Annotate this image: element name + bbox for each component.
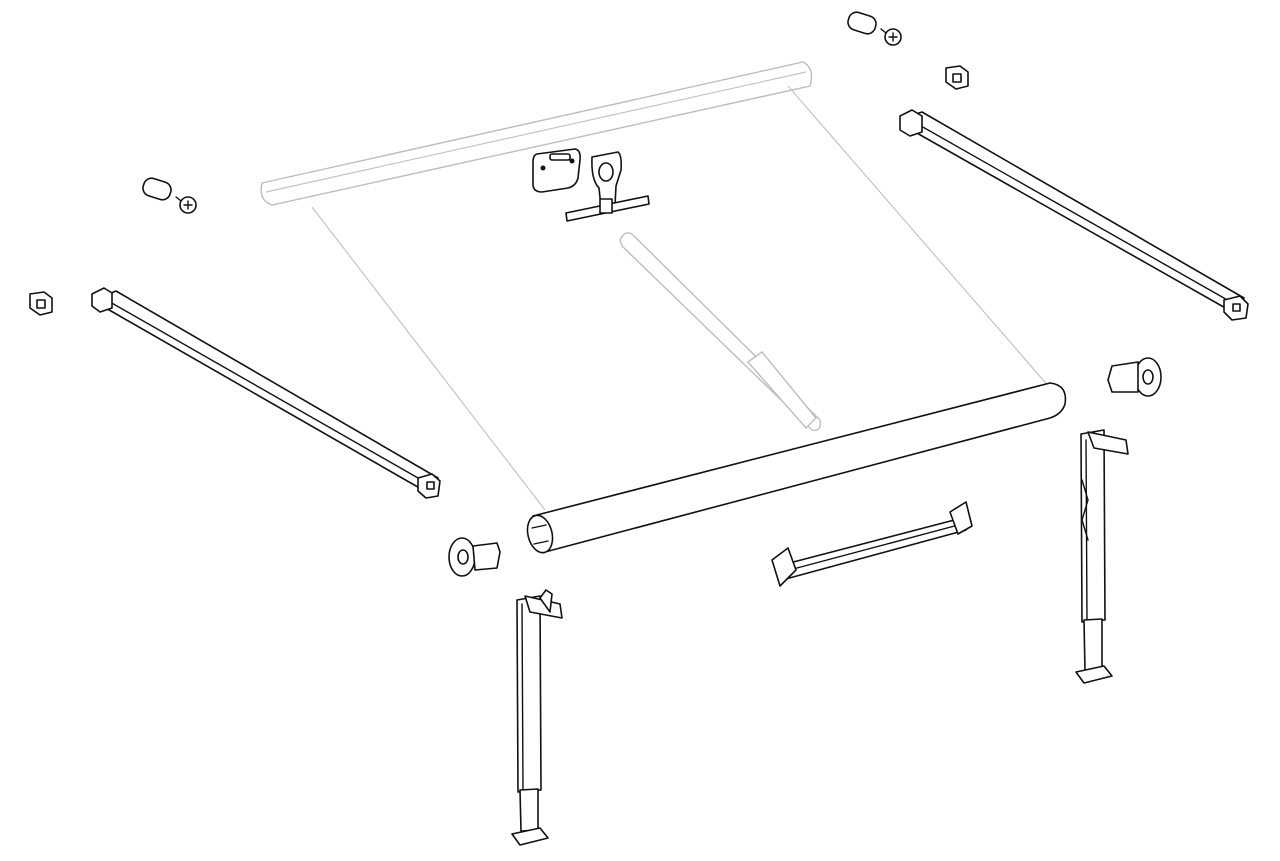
right-end-cap <box>847 11 877 35</box>
left-end-cap <box>142 177 172 201</box>
left-tube-end-plug <box>448 537 501 577</box>
awning-case <box>260 61 813 206</box>
center-support-rail <box>771 501 973 587</box>
right-support-leg <box>1075 429 1129 684</box>
right-arm-end-connector <box>945 65 969 90</box>
right-rafter-arm <box>899 109 1249 321</box>
torsion-rod <box>619 232 822 431</box>
right-screw-icon <box>880 28 902 46</box>
left-arm-end-connector <box>29 291 53 316</box>
center-mounting-plate <box>532 148 581 193</box>
right-tube-end-plug <box>1107 357 1162 397</box>
roller-tube <box>526 382 1067 554</box>
awning-fabric <box>311 85 1051 511</box>
center-bracket <box>565 151 650 222</box>
left-support-leg <box>511 589 563 846</box>
left-rafter-arm <box>91 287 441 499</box>
left-screw-icon <box>175 196 197 214</box>
